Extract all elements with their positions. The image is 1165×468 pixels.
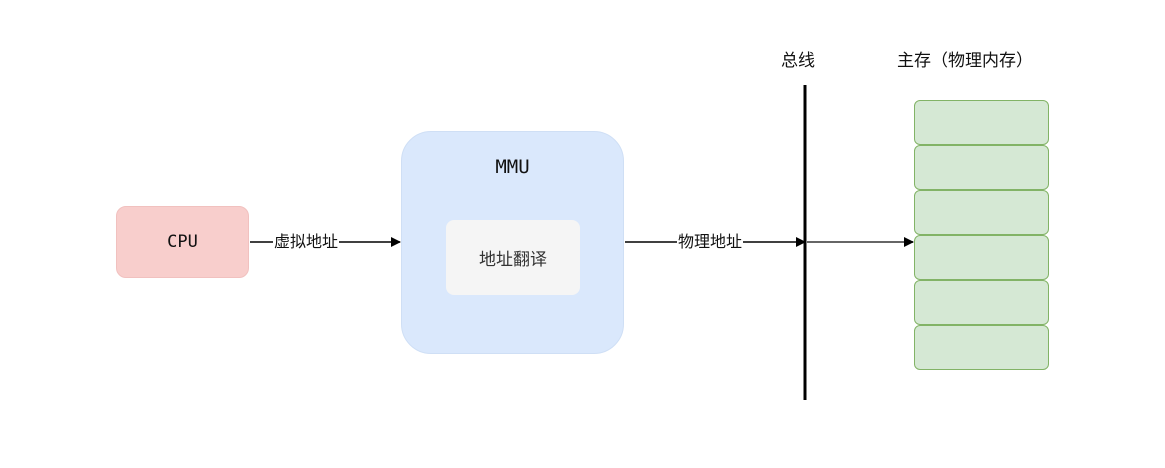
mmu-label: MMU <box>495 156 530 178</box>
memory-cell <box>914 280 1049 325</box>
main-memory-title: 主存（物理内存） <box>897 51 1033 71</box>
memory-cell <box>914 325 1049 370</box>
virtual-address-label: 虚拟地址 <box>273 232 340 251</box>
memory-cell <box>914 145 1049 190</box>
address-translation-box: 地址翻译 <box>446 220 580 295</box>
cpu-box: CPU <box>116 206 249 278</box>
bus-title: 总线 <box>781 51 815 71</box>
cpu-label: CPU <box>167 232 198 252</box>
memory-cell <box>914 235 1049 280</box>
memory-cell <box>914 190 1049 235</box>
address-translation-label: 地址翻译 <box>479 250 547 270</box>
physical-address-label: 物理地址 <box>677 232 744 251</box>
memory-cell <box>914 100 1049 145</box>
